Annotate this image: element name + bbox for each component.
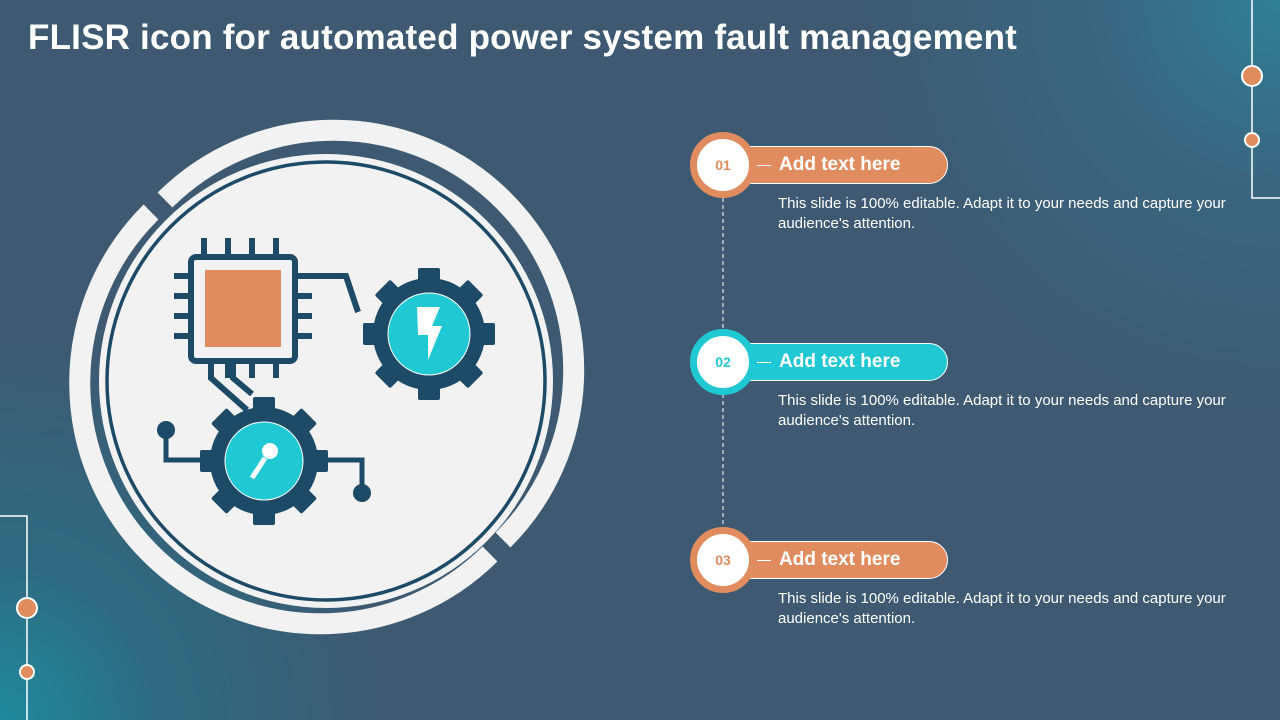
item-header-pill: Add text here bbox=[730, 146, 948, 184]
list-item-2: Add text here 02 This slide is 100% edit… bbox=[690, 329, 1250, 439]
item-description: This slide is 100% editable. Adapt it to… bbox=[778, 195, 1226, 232]
item-number-badge: 02 bbox=[690, 329, 756, 395]
decor-top-right bbox=[1241, 0, 1280, 199]
chip-icon bbox=[174, 238, 361, 413]
item-label: Add text here bbox=[779, 351, 901, 372]
item-header-pill: Add text here bbox=[730, 343, 948, 381]
probe-icon bbox=[249, 443, 278, 480]
slide-title: FLISR icon for automated power system fa… bbox=[28, 18, 1018, 57]
item-label: Add text here bbox=[779, 154, 901, 175]
item-label: Add text here bbox=[779, 549, 901, 570]
list-item-3: Add text here 03 This slide is 100% edit… bbox=[690, 527, 1250, 637]
item-number-badge: 01 bbox=[690, 132, 756, 198]
circuit-traces bbox=[157, 421, 371, 502]
decor-bottom-left bbox=[0, 515, 38, 720]
item-description: This slide is 100% editable. Adapt it to… bbox=[778, 590, 1226, 627]
lightning-icon bbox=[417, 307, 442, 360]
list-item-1: Add text here 01 This slide is 100% edit… bbox=[690, 132, 1250, 242]
item-header-pill: Add text here bbox=[730, 541, 948, 579]
item-number-badge: 03 bbox=[690, 527, 756, 593]
icon-circle bbox=[69, 119, 585, 635]
item-description: This slide is 100% editable. Adapt it to… bbox=[778, 392, 1226, 429]
